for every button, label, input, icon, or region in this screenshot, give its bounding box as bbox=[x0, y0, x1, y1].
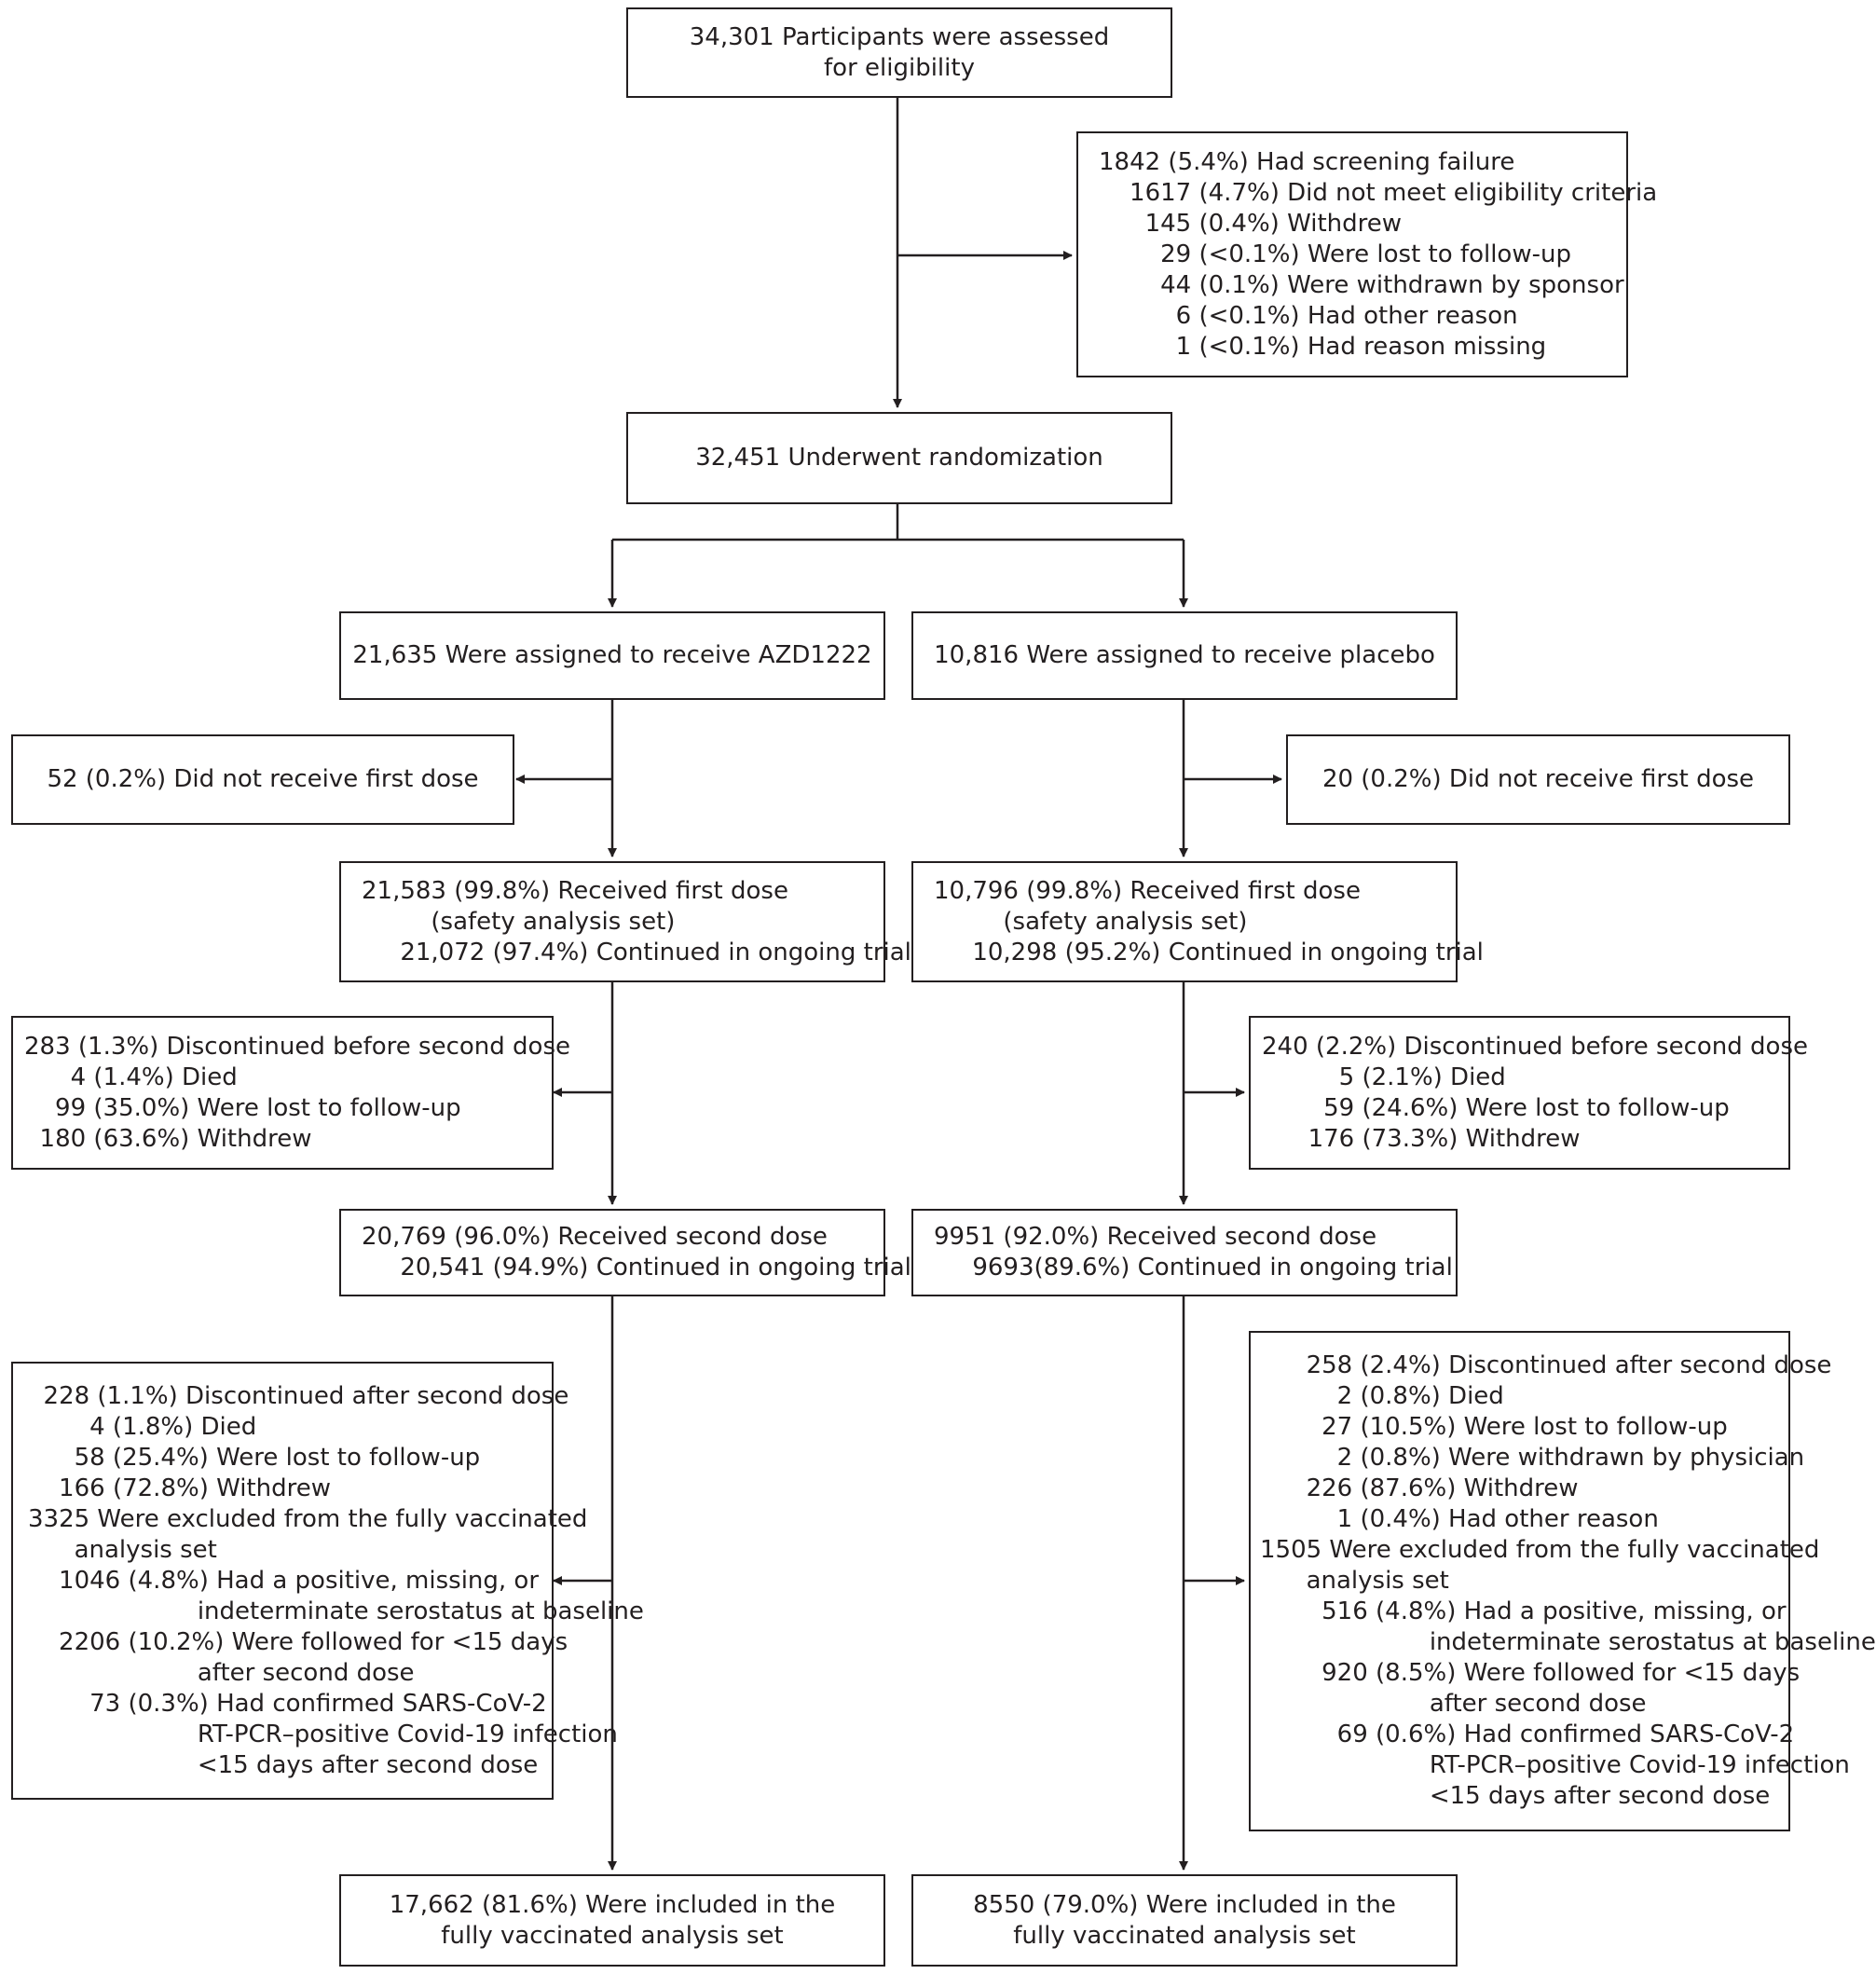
screening-failure-line-2: 1617 (4.7%) Did not meet eligibility cri… bbox=[1099, 178, 1658, 207]
azd-disc-after-line-11: 73 (0.3%) Had confirmed SARS-CoV-2 bbox=[28, 1689, 547, 1718]
placebo-disc-after-line-11: 920 (8.5%) Were followed for <15 days bbox=[1260, 1659, 1801, 1687]
placebo-disc-before-line-4: 176 (73.3%) Withdrew bbox=[1262, 1124, 1581, 1153]
screening-failure-box: 1842 (5.4%) Had screening failure 1617 (… bbox=[1076, 131, 1658, 377]
placebo-first-dose-line-3: 10,298 (95.2%) Continued in ongoing tria… bbox=[934, 938, 1484, 966]
azd-second-dose-box: 20,769 (96.0%) Received second dose 20,5… bbox=[339, 1209, 911, 1296]
azd-assigned-box: 21,635 Were assigned to receive AZD1222 bbox=[339, 611, 885, 700]
connector-layer bbox=[515, 98, 1282, 1871]
placebo-disc-after-line-12: after second dose bbox=[1260, 1690, 1647, 1718]
placebo-disc-after-line-9: 516 (4.8%) Had a positive, missing, or bbox=[1260, 1597, 1787, 1625]
placebo-disc-after-line-3: 27 (10.5%) Were lost to follow-up bbox=[1260, 1413, 1728, 1441]
azd-disc-before-line-3: 99 (35.0%) Were lost to follow-up bbox=[24, 1093, 461, 1122]
azd-first-dose-line-1: 21,583 (99.8%) Received first dose bbox=[362, 876, 788, 905]
placebo-fully-vaccinated-box: 8550 (79.0%) Were included in the fully … bbox=[911, 1874, 1458, 1967]
placebo-disc-after-line-4: 2 (0.8%) Were withdrawn by physician bbox=[1260, 1444, 1805, 1472]
screening-failure-line-3: 145 (0.4%) Withdrew bbox=[1099, 209, 1402, 238]
azd-disc-before-line-1: 283 (1.3%) Discontinued before second do… bbox=[24, 1032, 570, 1061]
assessed-line-1: 34,301 Participants were assessed bbox=[689, 22, 1110, 51]
azd-first-dose-line-3: 21,072 (97.4%) Continued in ongoing tria… bbox=[362, 938, 911, 966]
placebo-second-dose-box: 9951 (92.0%) Received second dose 9693(8… bbox=[911, 1209, 1458, 1296]
screening-failure-line-1: 1842 (5.4%) Had screening failure bbox=[1099, 147, 1515, 176]
randomized-line-1: 32,451 Underwent randomization bbox=[695, 444, 1103, 472]
azd-fully-vaccinated-box: 17,662 (81.6%) Were included in the full… bbox=[339, 1874, 885, 1967]
placebo-no-first-dose-box: 20 (0.2%) Did not receive first dose bbox=[1286, 734, 1790, 825]
placebo-disc-after-line-7: 1505 Were excluded from the fully vaccin… bbox=[1260, 1536, 1820, 1564]
consort-flow-diagram: 34,301 Participants were assessed for el… bbox=[11, 7, 1876, 1967]
placebo-disc-after-line-10: indeterminate serostatus at baseline bbox=[1260, 1628, 1876, 1656]
azd-no-first-dose-line-1: 52 (0.2%) Did not receive first dose bbox=[47, 765, 479, 793]
placebo-second-dose-line-1: 9951 (92.0%) Received second dose bbox=[934, 1223, 1377, 1251]
placebo-disc-after-line-5: 226 (87.6%) Withdrew bbox=[1260, 1474, 1579, 1502]
azd-second-dose-line-2: 20,541 (94.9%) Continued in ongoing tria… bbox=[362, 1254, 911, 1282]
azd-disc-after-line-6: analysis set bbox=[28, 1535, 217, 1564]
azd-disc-after-line-9: 2206 (10.2%) Were followed for <15 days bbox=[28, 1627, 568, 1656]
placebo-disc-before-line-1: 240 (2.2%) Discontinued before second do… bbox=[1262, 1032, 1808, 1061]
azd-fully-vaccinated-line-2: fully vaccinated analysis set bbox=[441, 1921, 784, 1950]
placebo-fully-vaccinated-line-2: fully vaccinated analysis set bbox=[1013, 1921, 1356, 1950]
randomized-box: 32,451 Underwent randomization bbox=[626, 412, 1172, 504]
screening-failure-line-6: 6 (<0.1%) Had other reason bbox=[1099, 301, 1518, 330]
placebo-disc-before-line-2: 5 (2.1%) Died bbox=[1262, 1062, 1506, 1091]
azd-disc-after-line-3: 58 (25.4%) Were lost to follow-up bbox=[28, 1443, 481, 1472]
azd-disc-after-line-10: after second dose bbox=[28, 1658, 415, 1687]
azd-first-dose-box: 21,583 (99.8%) Received first dose (safe… bbox=[339, 861, 911, 982]
assessed-box: 34,301 Participants were assessed for el… bbox=[626, 7, 1172, 98]
screening-failure-line-4: 29 (<0.1%) Were lost to follow-up bbox=[1099, 240, 1571, 268]
placebo-disc-before-second-box: 240 (2.2%) Discontinued before second do… bbox=[1249, 1016, 1808, 1170]
azd-disc-after-line-5: 3325 Were excluded from the fully vaccin… bbox=[28, 1504, 588, 1533]
azd-disc-before-line-2: 4 (1.4%) Died bbox=[24, 1062, 238, 1091]
azd-disc-after-second-box: 228 (1.1%) Discontinued after second dos… bbox=[11, 1362, 644, 1800]
azd-disc-before-line-4: 180 (63.6%) Withdrew bbox=[24, 1124, 312, 1153]
placebo-disc-before-line-3: 59 (24.6%) Were lost to follow-up bbox=[1262, 1093, 1730, 1122]
placebo-first-dose-box: 10,796 (99.8%) Received first dose (safe… bbox=[911, 861, 1484, 982]
screening-failure-line-5: 44 (0.1%) Were withdrawn by sponsor bbox=[1099, 270, 1624, 299]
azd-disc-before-second-box: 283 (1.3%) Discontinued before second do… bbox=[11, 1016, 570, 1170]
placebo-second-dose-line-2: 9693(89.6%) Continued in ongoing trial bbox=[934, 1254, 1453, 1282]
placebo-assigned-line-1: 10,816 Were assigned to receive placebo bbox=[934, 641, 1435, 669]
azd-disc-after-line-12: RT-PCR–positive Covid-19 infection bbox=[28, 1720, 618, 1748]
azd-disc-after-line-2: 4 (1.8%) Died bbox=[28, 1412, 257, 1441]
placebo-disc-after-second-box: 258 (2.4%) Discontinued after second dos… bbox=[1249, 1331, 1876, 1831]
placebo-disc-after-line-1: 258 (2.4%) Discontinued after second dos… bbox=[1260, 1351, 1832, 1379]
screening-failure-line-7: 1 (<0.1%) Had reason missing bbox=[1099, 332, 1547, 361]
azd-disc-after-line-1: 228 (1.1%) Discontinued after second dos… bbox=[28, 1381, 569, 1410]
azd-disc-after-line-13: <15 days after second dose bbox=[28, 1750, 539, 1779]
azd-disc-after-line-7: 1046 (4.8%) Had a positive, missing, or bbox=[28, 1566, 540, 1595]
azd-fully-vaccinated-line-1: 17,662 (81.6%) Were included in the bbox=[389, 1890, 836, 1919]
placebo-disc-after-line-2: 2 (0.8%) Died bbox=[1260, 1382, 1504, 1410]
placebo-disc-after-line-14: RT-PCR–positive Covid-19 infection bbox=[1260, 1751, 1850, 1779]
azd-second-dose-line-1: 20,769 (96.0%) Received second dose bbox=[362, 1223, 828, 1251]
placebo-no-first-dose-line-1: 20 (0.2%) Did not receive first dose bbox=[1321, 765, 1755, 793]
placebo-first-dose-line-1: 10,796 (99.8%) Received first dose bbox=[934, 876, 1361, 905]
placebo-disc-after-line-6: 1 (0.4%) Had other reason bbox=[1260, 1505, 1659, 1533]
placebo-fully-vaccinated-line-1: 8550 (79.0%) Were included in the bbox=[973, 1890, 1396, 1919]
placebo-disc-after-line-8: analysis set bbox=[1260, 1567, 1449, 1595]
placebo-assigned-box: 10,816 Were assigned to receive placebo bbox=[911, 611, 1458, 700]
assessed-line-2: for eligibility bbox=[824, 53, 975, 82]
azd-disc-after-line-4: 166 (72.8%) Withdrew bbox=[28, 1474, 332, 1502]
azd-no-first-dose-box: 52 (0.2%) Did not receive first dose bbox=[11, 734, 514, 825]
placebo-disc-after-line-15: <15 days after second dose bbox=[1260, 1782, 1771, 1810]
placebo-first-dose-line-2: (safety analysis set) bbox=[934, 907, 1248, 936]
placebo-disc-after-line-13: 69 (0.6%) Had confirmed SARS-CoV-2 bbox=[1260, 1720, 1795, 1748]
azd-assigned-line-1: 21,635 Were assigned to receive AZD1222 bbox=[352, 641, 872, 669]
azd-first-dose-line-2: (safety analysis set) bbox=[362, 907, 676, 936]
azd-disc-after-line-8: indeterminate serostatus at baseline bbox=[28, 1597, 644, 1625]
